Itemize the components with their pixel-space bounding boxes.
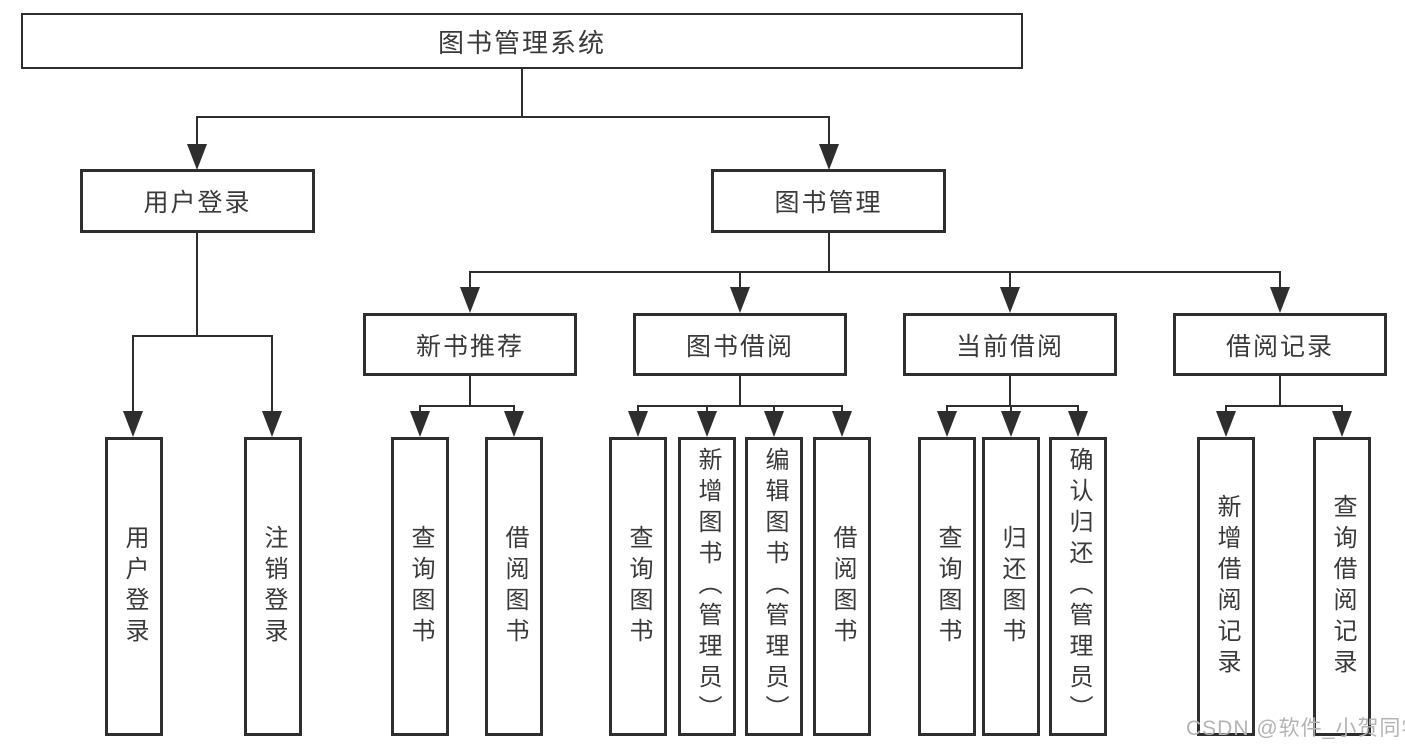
arrow-down: [504, 411, 524, 437]
connector-line: [513, 405, 515, 414]
node-label: 借阅图书: [501, 524, 528, 649]
node-label: 新书推荐: [415, 332, 524, 361]
arrow-down: [410, 411, 430, 437]
node-leaf-rec-query-record: 查询借阅记录: [1313, 437, 1371, 736]
node-label: 查询图书: [934, 524, 961, 649]
watermark: CSDN @软件_小贺同学: [1186, 717, 1405, 740]
node-leaf-nb-query-books: 查询图书: [391, 437, 449, 736]
node-label: 确认归还（管理员）: [1065, 447, 1092, 726]
arrow-down: [937, 411, 957, 437]
arrow-down: [628, 411, 648, 437]
node-book-borrow: 图书借阅: [633, 313, 847, 376]
node-current-borrow: 当前借阅: [903, 313, 1117, 376]
node-label: 注销登录: [260, 524, 287, 649]
connector-line: [1009, 376, 1011, 407]
connector-line: [828, 233, 830, 273]
node-library-system: 图书管理系统: [21, 13, 1023, 69]
connector-line: [946, 405, 1079, 407]
node-leaf-cb-confirm-return-admin: 确认归还（管理员）: [1049, 437, 1107, 736]
arrow-down: [832, 411, 852, 437]
connector-line: [1010, 405, 1012, 414]
node-label: 查询图书: [625, 524, 652, 649]
arrow-down: [730, 287, 750, 313]
connector-line: [1009, 271, 1011, 289]
arrow-down: [1332, 411, 1352, 437]
arrow-down: [1000, 287, 1020, 313]
connector-line: [196, 233, 198, 337]
node-borrow-records: 借阅记录: [1173, 313, 1387, 376]
connector-line: [196, 116, 198, 146]
node-book-management: 图书管理: [711, 169, 946, 233]
node-new-book-recommend: 新书推荐: [363, 313, 577, 376]
connector-line: [196, 116, 830, 118]
connector-line: [1341, 405, 1343, 414]
arrow-down: [262, 411, 282, 437]
connector-line: [469, 271, 1281, 273]
connector-line: [739, 271, 741, 289]
node-label: 归还图书: [998, 524, 1025, 649]
node-user-login: 用户登录: [80, 169, 315, 233]
connector-line: [1279, 376, 1281, 407]
connector-line: [419, 405, 421, 414]
node-label: 新增借阅记录: [1213, 493, 1240, 680]
node-leaf-bb-edit-books-admin: 编辑图书（管理员）: [745, 437, 803, 736]
node-leaf-bb-query-books: 查询图书: [609, 437, 667, 736]
connector-line: [469, 376, 471, 407]
connector-line: [469, 271, 471, 289]
node-leaf-rec-add-record: 新增借阅记录: [1197, 437, 1255, 736]
node-label: 图书管理系统: [437, 27, 606, 58]
connector-line: [1225, 405, 1227, 414]
connector-line: [271, 335, 273, 413]
arrow-down: [1001, 411, 1021, 437]
node-label: 编辑图书（管理员）: [761, 447, 788, 726]
connector-line: [521, 69, 523, 117]
node-leaf-cb-return-books: 归还图书: [982, 437, 1040, 736]
node-label: 用户登录: [121, 524, 148, 649]
node-leaf-bb-borrow-books: 借阅图书: [813, 437, 871, 736]
arrow-down: [1216, 411, 1236, 437]
node-label: 查询借阅记录: [1329, 493, 1356, 680]
node-leaf-cb-query-books: 查询图书: [918, 437, 976, 736]
arrow-down: [1270, 287, 1290, 313]
node-label: 新增图书（管理员）: [694, 447, 721, 726]
node-label: 图书借阅: [685, 332, 794, 361]
arrow-down: [1068, 411, 1088, 437]
connector-line: [419, 405, 515, 407]
arrow-down: [697, 411, 717, 437]
node-leaf-bb-add-books-admin: 新增图书（管理员）: [678, 437, 736, 736]
connector-line: [1279, 271, 1281, 289]
connector-line: [132, 335, 273, 337]
connector-line: [841, 405, 843, 414]
node-label: 用户登录: [143, 189, 252, 217]
connector-line: [828, 116, 830, 146]
arrow-down: [460, 287, 480, 313]
node-leaf-user-login: 用户登录: [105, 437, 163, 736]
node-label: 图书管理: [774, 189, 883, 217]
connector-line: [1077, 405, 1079, 414]
arrow-down: [123, 411, 143, 437]
node-label: 查询图书: [407, 524, 434, 649]
connector-line: [132, 335, 134, 413]
node-leaf-logout: 注销登录: [244, 437, 302, 736]
connector-line: [637, 405, 639, 414]
arrow-down: [187, 144, 207, 170]
arrow-down: [764, 411, 784, 437]
node-label: 当前借阅: [955, 332, 1064, 361]
arrow-down: [819, 144, 839, 170]
node-label: 借阅记录: [1225, 332, 1334, 361]
connector-line: [1225, 405, 1343, 407]
node-label: 借阅图书: [829, 524, 856, 649]
connector-line: [637, 405, 843, 407]
node-leaf-nb-borrow-books: 借阅图书: [485, 437, 543, 736]
connector-line: [706, 405, 708, 414]
connector-line: [946, 405, 948, 414]
connector-line: [739, 376, 741, 407]
connector-line: [773, 405, 775, 414]
